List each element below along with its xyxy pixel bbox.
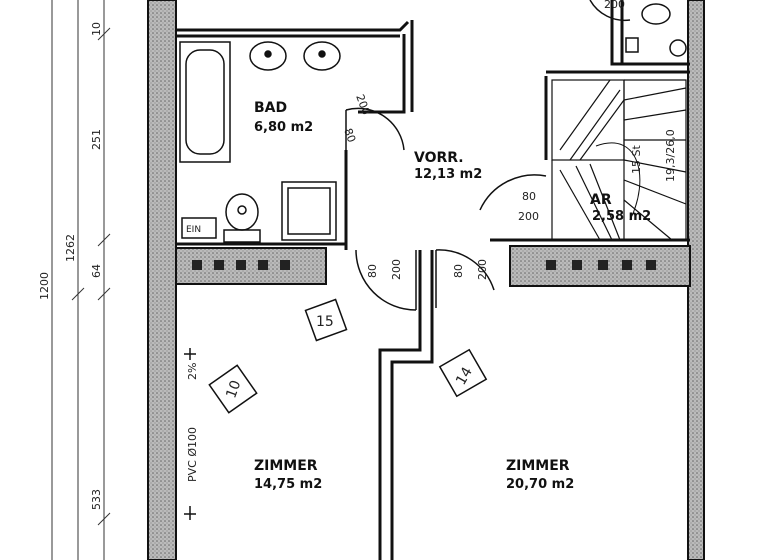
ein-box <box>181 217 217 239</box>
door-zimmer-left-height: 200 <box>390 259 403 280</box>
room-name-vorr: VORR. <box>414 150 464 166</box>
stairs-ratio: 19,3/26,0 <box>664 129 677 182</box>
interior-walls <box>176 0 690 560</box>
window-tag-15: 15 <box>304 298 348 342</box>
door-zimmer-right-height: 200 <box>476 259 489 280</box>
room-area-vorr: 12,13 m2 <box>414 167 482 182</box>
window-tag-14: 14 <box>438 348 488 398</box>
door-zimmer-right-width: 80 <box>452 264 465 278</box>
room-area-zimmer-right: 20,70 m2 <box>506 477 574 492</box>
door-bad-width: 80 <box>341 127 358 145</box>
dimension-segment-64: 64 <box>90 264 103 278</box>
door-ar-width: 80 <box>522 190 536 203</box>
room-area-ar: 2,58 m2 <box>592 209 651 224</box>
pipe-arrow-icon <box>184 348 196 520</box>
dimension-segment-533: 533 <box>90 489 103 510</box>
dimension-outer: 1200 <box>38 272 51 300</box>
dimension-lines <box>51 0 111 560</box>
washbasins <box>249 41 341 71</box>
room-name-zimmer-left: ZIMMER <box>254 458 318 474</box>
ein-label: EIN <box>186 225 201 235</box>
toilet <box>223 193 261 243</box>
room-name-bad: BAD <box>254 100 287 116</box>
pipe-label: PVC Ø100 <box>186 427 199 482</box>
dimension-segment-251: 251 <box>90 129 103 150</box>
stairs-steps: 15 St <box>630 145 643 174</box>
window-tag-10: 10 <box>208 364 258 414</box>
svg-text:14: 14 <box>453 365 476 389</box>
door-ar-height: 200 <box>518 210 539 223</box>
svg-text:15: 15 <box>316 314 334 330</box>
staircase <box>551 79 687 241</box>
room-name-ar: AR <box>590 192 612 208</box>
shower <box>281 181 337 241</box>
door-top-right: 200 <box>604 0 625 11</box>
pipe-slope: 2% <box>186 363 199 380</box>
room-area-zimmer-left: 14,75 m2 <box>254 477 322 492</box>
door-swings <box>345 0 631 311</box>
door-zimmer-left-width: 80 <box>366 264 379 278</box>
dimension-inner: 1262 <box>64 234 77 262</box>
room-name-zimmer-right: ZIMMER <box>506 458 570 474</box>
top-right-fixtures <box>625 3 687 57</box>
bathtub <box>179 41 231 163</box>
dimension-segment-10: 10 <box>90 22 103 36</box>
room-area-bad: 6,80 m2 <box>254 120 313 135</box>
window-band-right <box>509 245 691 287</box>
door-bad-height: 200 <box>353 93 372 117</box>
svg-text:10: 10 <box>223 378 244 400</box>
window-band-left <box>175 247 327 285</box>
